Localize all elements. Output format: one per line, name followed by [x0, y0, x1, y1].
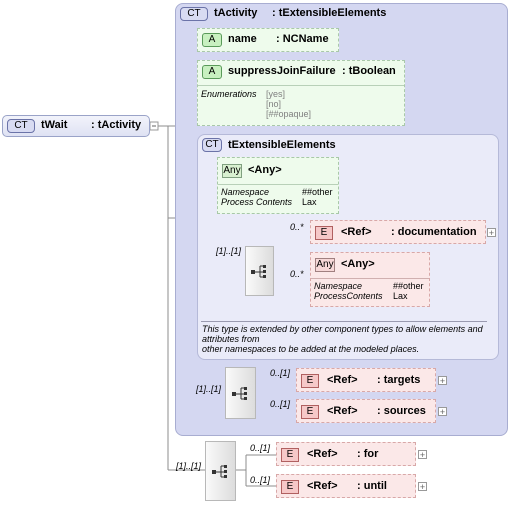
- complex-type-badge: CT: [202, 138, 222, 152]
- namespace-value: ##other: [302, 187, 333, 197]
- element-targets[interactable]: E <Ref> : targets: [296, 368, 436, 392]
- divider: [198, 85, 404, 86]
- attribute-name-type: : NCName: [276, 33, 329, 45]
- element-cardinality: 0..[1]: [250, 475, 271, 485]
- any-element[interactable]: Any <Any> Namespace ##other ProcessConte…: [310, 252, 430, 307]
- element-badge: E: [281, 448, 299, 462]
- complex-type-badge: CT: [7, 119, 35, 133]
- enum-value: [yes]: [266, 89, 286, 99]
- element-name: : until: [357, 480, 387, 492]
- attribute-badge: A: [202, 65, 222, 79]
- element-documentation[interactable]: E <Ref> : documentation: [310, 220, 486, 244]
- element-ref: <Ref>: [307, 448, 338, 460]
- sequence-icon: [212, 465, 227, 478]
- sequence-compositor[interactable]: [205, 441, 236, 501]
- any-attribute-label: <Any>: [248, 164, 282, 176]
- element-cardinality: 0..[1]: [250, 443, 271, 453]
- namespace-label: Namespace: [314, 281, 363, 291]
- element-badge: E: [301, 374, 319, 388]
- extension-note: This type is extended by other component…: [202, 324, 483, 344]
- sequence-icon: [232, 387, 247, 400]
- element-name: : for: [357, 448, 379, 460]
- attribute-name[interactable]: A name : NCName: [197, 28, 339, 52]
- root-type-box[interactable]: CT tWait : tActivity: [2, 115, 150, 137]
- sequence-icon: [251, 265, 266, 278]
- divider: [218, 184, 338, 185]
- root-type-name: tWait: [41, 119, 68, 131]
- attribute-suppress-join-failure[interactable]: A suppressJoinFailure : tBoolean Enumera…: [197, 60, 405, 126]
- expand-icon[interactable]: +: [487, 228, 496, 238]
- element-cardinality: 0..[1]: [270, 399, 291, 409]
- extensible-elements-title: tExtensibleElements: [228, 139, 336, 151]
- element-cardinality: 0..*: [290, 269, 304, 279]
- element-for[interactable]: E <Ref> : for: [276, 442, 416, 466]
- sequence-compositor[interactable]: [245, 246, 274, 296]
- element-badge: E: [315, 226, 333, 240]
- element-ref: <Ref>: [341, 226, 372, 238]
- sequence-compositor[interactable]: [225, 367, 256, 419]
- element-cardinality: 0..*: [290, 222, 304, 232]
- namespace-label: Namespace: [221, 187, 270, 197]
- element-name: : sources: [377, 405, 426, 417]
- activity-title: tActivity: [214, 7, 258, 19]
- divider: [311, 278, 429, 279]
- element-sources[interactable]: E <Ref> : sources: [296, 399, 436, 423]
- expand-icon[interactable]: +: [438, 376, 447, 386]
- process-contents-value: Lax: [302, 197, 317, 207]
- process-contents-label: ProcessContents: [314, 291, 383, 301]
- sequence-cardinality: [1]..[1]: [216, 246, 242, 256]
- sequence-cardinality: [1]..[1]: [176, 461, 202, 471]
- sequence-cardinality: [1]..[1]: [196, 384, 222, 394]
- expand-icon[interactable]: +: [438, 407, 447, 417]
- element-ref: <Ref>: [327, 405, 358, 417]
- extension-note: other namespaces to be added at the mode…: [202, 344, 420, 354]
- enumerations-label: Enumerations: [201, 89, 257, 99]
- enum-value: [##opaque]: [266, 109, 312, 119]
- attribute-suppress-label: suppressJoinFailure: [228, 65, 336, 77]
- attribute-badge: A: [202, 33, 222, 47]
- element-ref: <Ref>: [307, 480, 338, 492]
- note-divider: [201, 321, 487, 322]
- attribute-suppress-type: : tBoolean: [342, 65, 396, 77]
- expand-icon[interactable]: +: [418, 450, 427, 460]
- any-element-label: <Any>: [341, 258, 375, 270]
- activity-base: : tExtensibleElements: [272, 7, 387, 19]
- namespace-value: ##other: [393, 281, 424, 291]
- element-ref: <Ref>: [327, 374, 358, 386]
- element-until[interactable]: E <Ref> : until: [276, 474, 416, 498]
- process-contents-label: Process Contents: [221, 197, 293, 207]
- root-type-base: : tActivity: [91, 119, 142, 131]
- element-cardinality: 0..[1]: [270, 368, 291, 378]
- any-attribute[interactable]: Any <Any> Namespace ##other Process Cont…: [217, 157, 339, 214]
- complex-type-badge: CT: [180, 7, 208, 21]
- enum-value: [no]: [266, 99, 282, 109]
- element-name: : targets: [377, 374, 421, 386]
- element-badge: E: [281, 480, 299, 494]
- element-badge: E: [301, 405, 319, 419]
- any-badge: Any: [315, 258, 335, 272]
- any-badge: Any: [222, 164, 242, 178]
- process-contents-value: Lax: [393, 291, 408, 301]
- attribute-name-label: name: [228, 33, 257, 45]
- expand-icon[interactable]: +: [418, 482, 427, 492]
- element-name: : documentation: [391, 226, 477, 238]
